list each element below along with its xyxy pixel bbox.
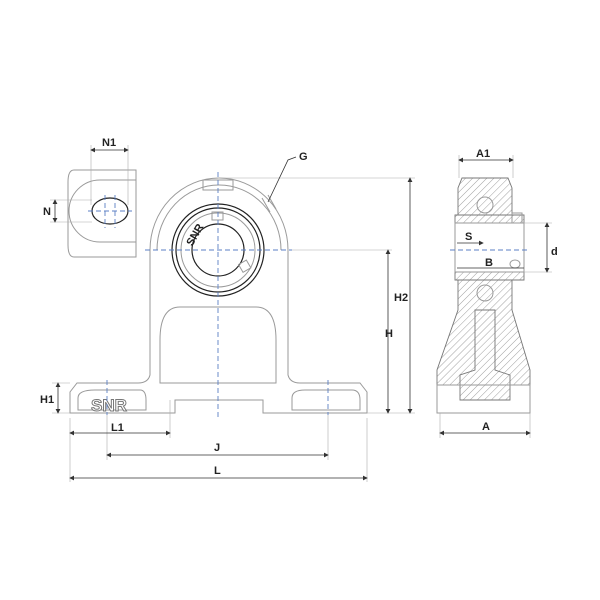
label-l: L bbox=[214, 465, 221, 477]
label-b: B bbox=[485, 257, 493, 269]
label-l1: L1 bbox=[111, 422, 124, 434]
housing-section-view bbox=[436, 177, 531, 414]
label-h2: H2 bbox=[394, 292, 408, 304]
dimension-lines bbox=[52, 147, 550, 481]
label-a: A bbox=[482, 421, 490, 433]
brand-logo: SNR bbox=[91, 396, 127, 415]
label-h: H bbox=[385, 328, 393, 340]
slot-detail-view bbox=[67, 169, 137, 258]
label-a1: A1 bbox=[476, 148, 490, 160]
label-n1: N1 bbox=[102, 137, 116, 149]
bearing-marking: SNR bbox=[184, 222, 206, 248]
label-h1: H1 bbox=[40, 394, 54, 406]
housing-front-view: SNR SNR bbox=[69, 172, 368, 418]
label-g: G bbox=[299, 151, 308, 163]
label-j: J bbox=[214, 442, 220, 454]
label-n: N bbox=[43, 206, 51, 218]
label-s: S bbox=[465, 231, 472, 243]
dimension-labels: N1 N G H2 H H1 L1 J L A1 S B d A bbox=[40, 137, 558, 477]
extension-lines bbox=[50, 145, 552, 482]
label-d: d bbox=[551, 246, 558, 258]
